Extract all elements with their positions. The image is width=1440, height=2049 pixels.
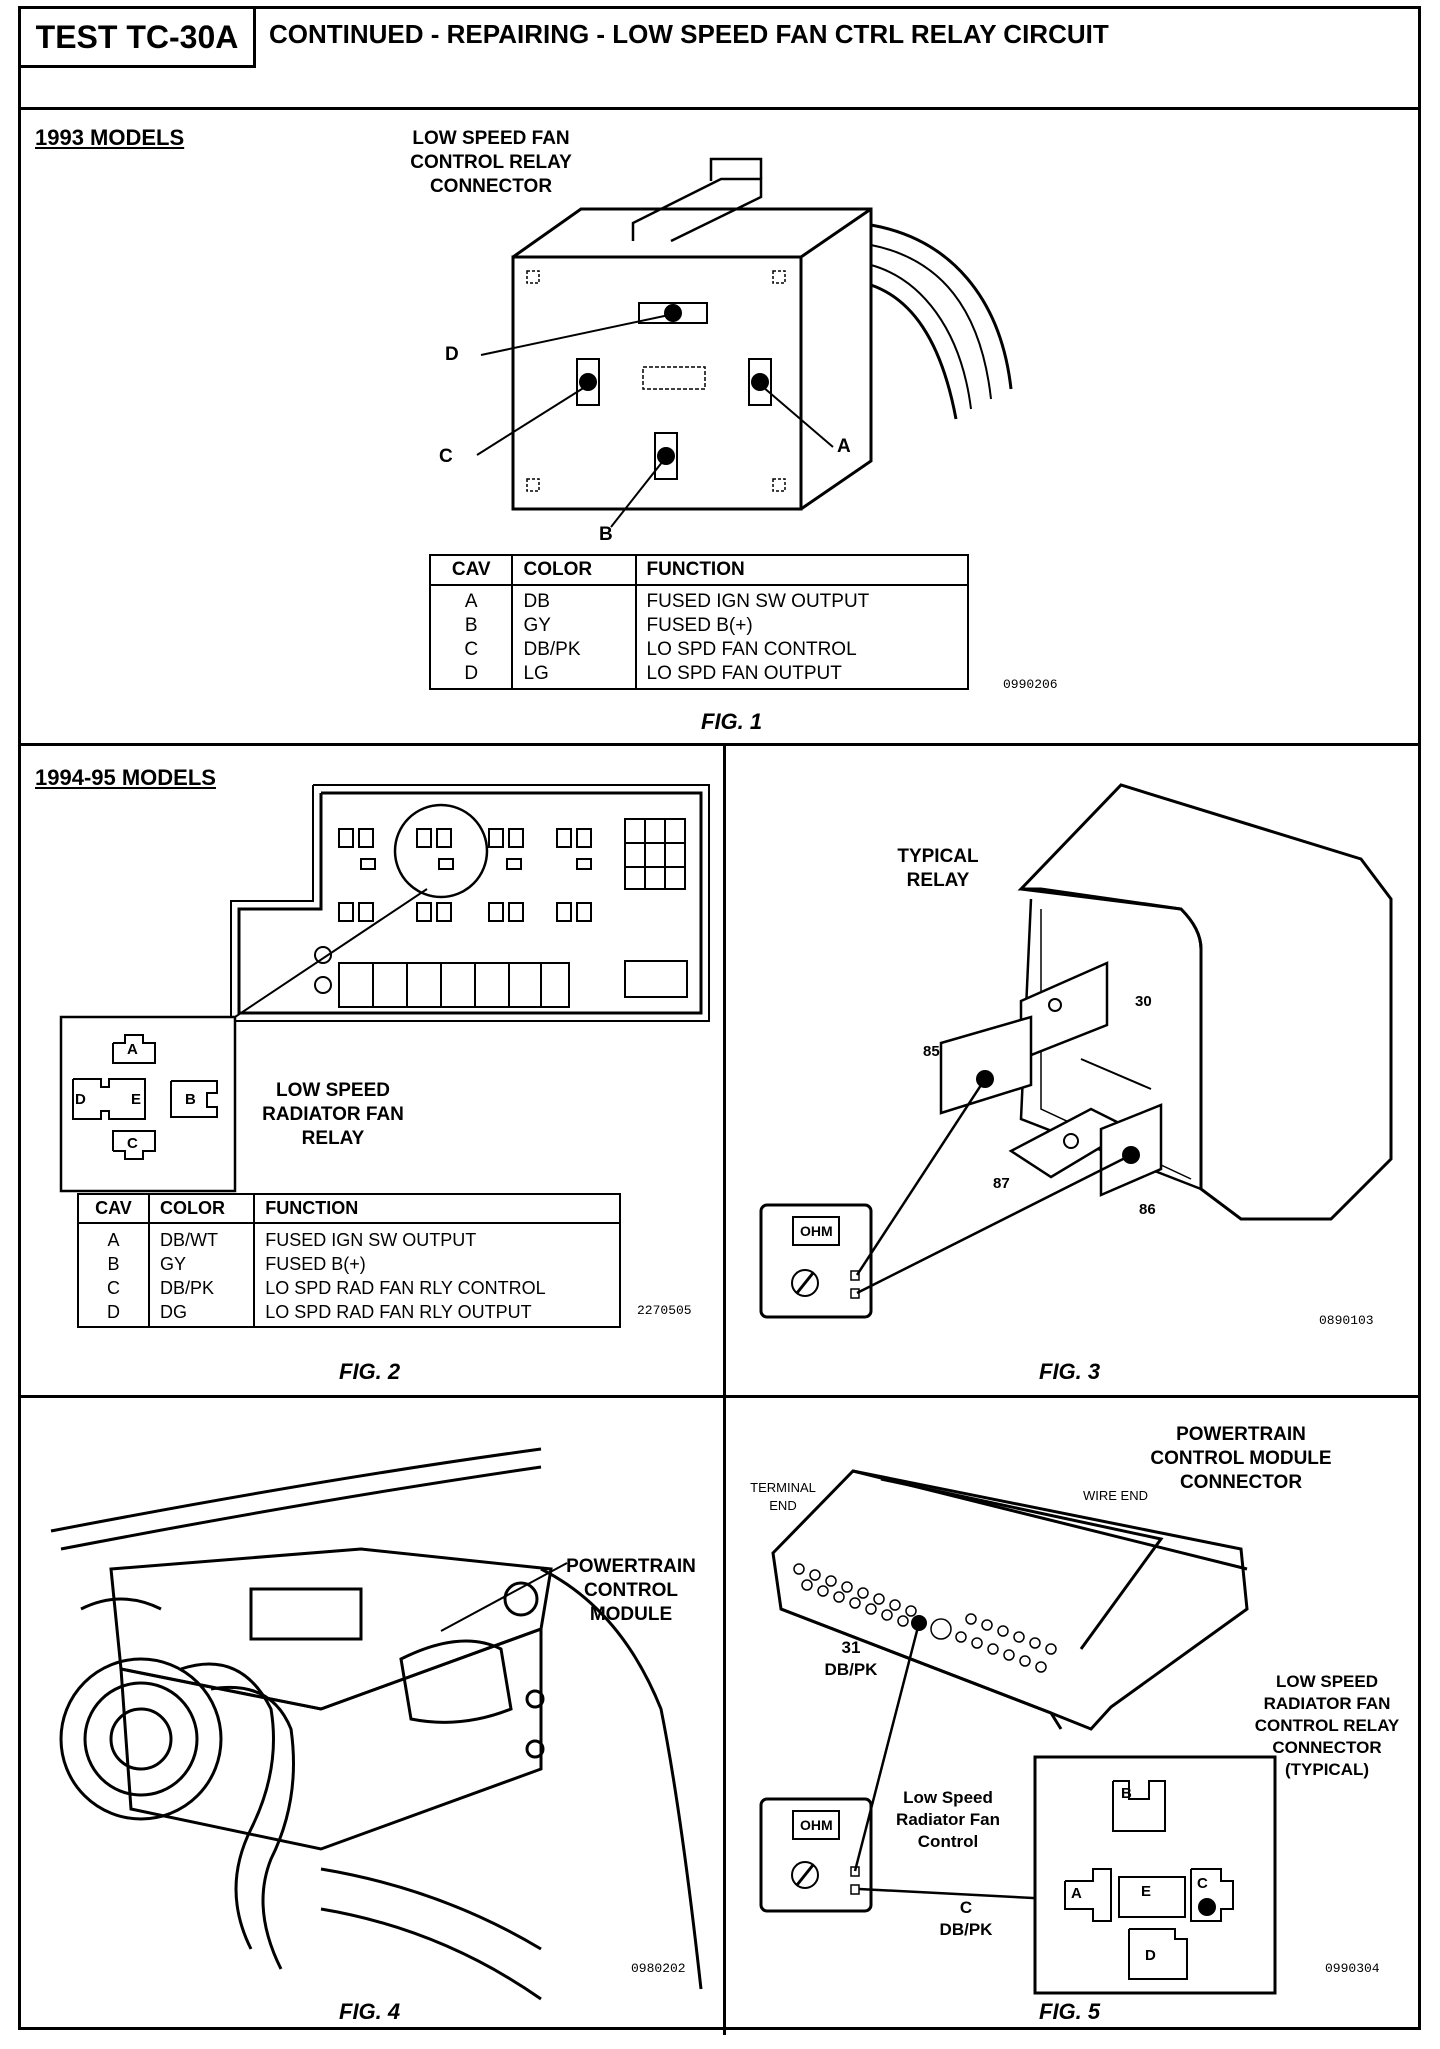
table-row: B GY FUSED B(+) [430, 614, 968, 638]
fig5-caption: FIG. 5 [1039, 1999, 1101, 2024]
fig2-code: 2270505 [637, 1303, 692, 1318]
fig5-code: 0990304 [1325, 1961, 1380, 1976]
fig1-connector-drawing [476, 157, 1013, 528]
divider [21, 107, 1418, 110]
fig1-code: 0990206 [1003, 677, 1058, 692]
fig3-code: 0890103 [1319, 1313, 1374, 1328]
fig5-meter-label: OHM [800, 1817, 833, 1833]
table-row: A DB/WT FUSED IGN SW OUTPUT [78, 1223, 620, 1252]
fig5-pin-a-label: A [1071, 1885, 1082, 1902]
fig1-pin-a [751, 373, 769, 391]
fig2-cavity-table: CAV COLOR FUNCTION A DB/WT FUSED IGN SW … [77, 1193, 621, 1328]
fig1-cavity-table: CAV COLOR FUNCTION A DB FUSED IGN SW OUT… [429, 554, 969, 690]
fig5-pin-b-label: B [1121, 1785, 1132, 1802]
table-row: B GY FUSED B(+) [78, 1252, 620, 1276]
fig5-pin-c-label: C [1197, 1875, 1208, 1892]
fig5-pin-e-label: E [1141, 1883, 1152, 1900]
divider [21, 1395, 1418, 1398]
fig5-wire-c-label: C DB/PK [939, 1898, 993, 1939]
table-row: D DG LO SPD RAD FAN RLY OUTPUT [78, 1300, 620, 1327]
fig5-control-label: Low Speed Radiator Fan Control [896, 1788, 1000, 1851]
section-1993-models: 1993 MODELS [35, 125, 185, 150]
fig5-relay-connector [1033, 1755, 1277, 1995]
table-row: A DB FUSED IGN SW OUTPUT [430, 585, 968, 614]
fig3-terminal-30: 30 [1135, 993, 1152, 1010]
fig1-pin-c-label: C [439, 446, 453, 467]
fig5-ohmmeter [759, 1797, 873, 1913]
fig1-connector-label: LOW SPEED FAN CONTROL RELAY CONNECTOR [410, 128, 572, 197]
fig1-pin-b-label: B [599, 524, 613, 545]
fig4-module-label: POWERTRAIN CONTROL MODULE [566, 1556, 696, 1625]
table-header: CAV [430, 555, 513, 586]
fig1-pin-c [579, 373, 597, 391]
fig1-pin-d-label: D [445, 344, 459, 365]
fig5-pcm-label: POWERTRAIN CONTROL MODULE CONNECTOR [1150, 1424, 1332, 1493]
fig2-pin-c-label: C [127, 1135, 138, 1152]
table-header: COLOR [511, 555, 636, 586]
table-header: COLOR [147, 1194, 255, 1224]
table-row: D LG LO SPD FAN OUTPUT [430, 662, 968, 689]
fig5-relay-connector-label: LOW SPEED RADIATOR FAN CONTROL RELAY CON… [1254, 1672, 1400, 1779]
fig2-pin-d-label: D [75, 1091, 86, 1108]
fig3-ohmmeter [759, 1203, 873, 1319]
table-row: C DB/PK LO SPD RAD FAN RLY CONTROL [78, 1276, 620, 1300]
fig1-pin-d [664, 304, 682, 322]
fig5-pin-d-label: D [1145, 1947, 1156, 1964]
fig3-terminal-86: 86 [1139, 1201, 1156, 1218]
fig2-pin-b-label: B [185, 1091, 196, 1108]
fig4-caption: FIG. 4 [339, 1999, 401, 2024]
divider [723, 743, 726, 1395]
fig3-meter-label: OHM [800, 1223, 833, 1239]
service-page: TEST TC-30A CONTINUED - REPAIRING - LOW … [18, 6, 1421, 2035]
table-header: FUNCTION [253, 1194, 620, 1224]
fig4-code: 0980202 [631, 1961, 686, 1976]
fig2-relay-label: LOW SPEED RADIATOR FAN RELAY [262, 1080, 404, 1149]
fig5-wire-end: WIRE END [1083, 1488, 1148, 1503]
fig3-terminal-87: 87 [993, 1175, 1010, 1192]
fig3-relay-drawing [759, 783, 1393, 1319]
fig5-pin-31-label: 31 DB/PK [824, 1638, 878, 1679]
fig3-relay-label: TYPICAL RELAY [897, 846, 979, 891]
table-header: CAV [78, 1194, 149, 1224]
divider [21, 743, 1418, 746]
fig2-pin-a-label: A [127, 1041, 138, 1058]
fig2-relay-highlight [393, 803, 489, 899]
divider [723, 1395, 726, 2035]
table-header: FUNCTION [634, 555, 968, 586]
page-title: CONTINUED - REPAIRING - LOW SPEED FAN CT… [269, 19, 1109, 49]
fig2-pin-e-label: E [131, 1091, 142, 1108]
fig2-fuse-box-drawing [59, 784, 710, 1193]
fig5-terminal-end: TERMINAL END [750, 1480, 816, 1513]
fig3-caption: FIG. 3 [1039, 1359, 1101, 1384]
fig3-terminal-85: 85 [923, 1043, 940, 1060]
fig5-pcm-connector-drawing [759, 1469, 1277, 1995]
fig2-caption: FIG. 2 [339, 1359, 401, 1384]
section-1994-95-models: 1994-95 MODELS [35, 765, 216, 790]
table-row: C DB/PK LO SPD FAN CONTROL [430, 638, 968, 662]
fig1-caption: FIG. 1 [701, 709, 763, 734]
test-id: TEST TC-30A [21, 9, 256, 68]
fig1-pin-b [657, 447, 675, 465]
fig4-engine-bay-drawing [50, 1447, 703, 2001]
fig5-pin-c-dot [1198, 1898, 1216, 1916]
fig1-pin-a-label: A [837, 436, 851, 457]
